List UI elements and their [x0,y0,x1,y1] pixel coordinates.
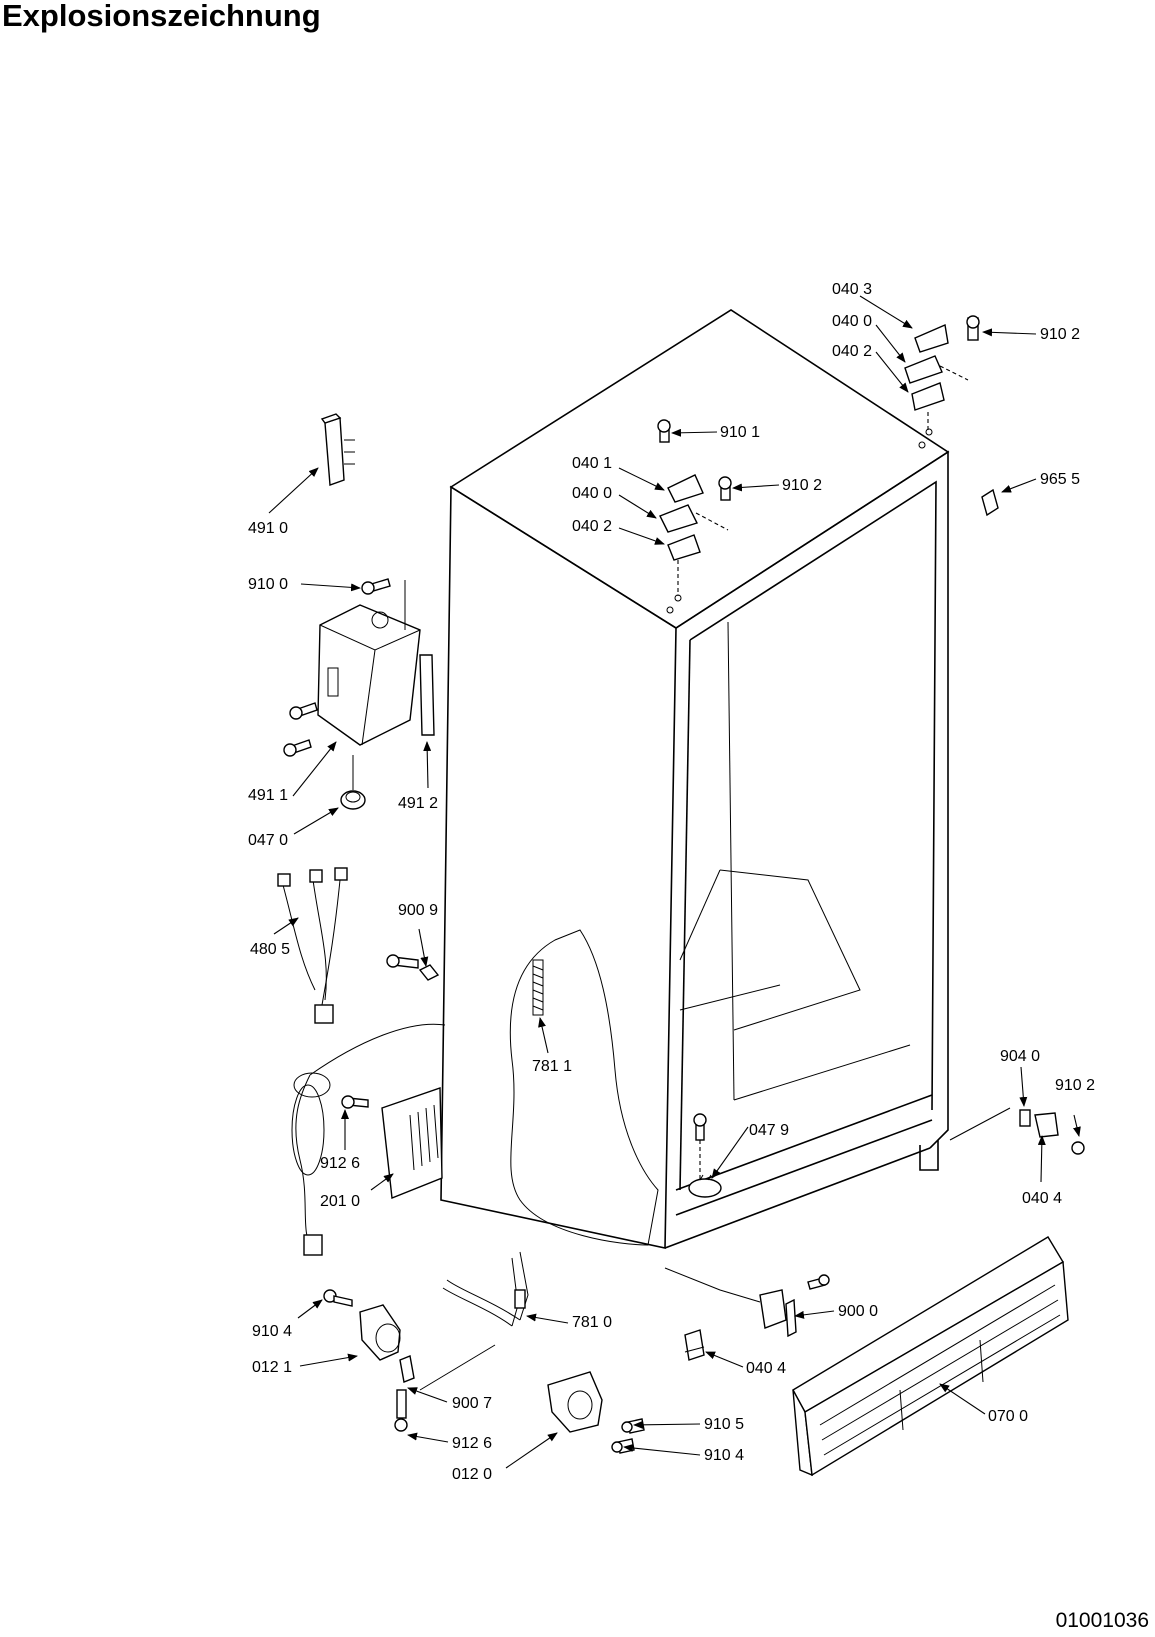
part-label: 912 6 [320,1155,360,1172]
part-label: 040 1 [572,455,612,472]
part-label: 040 2 [832,343,872,360]
leader-lines [268,295,1081,1469]
part-label: 781 1 [532,1058,572,1075]
part-label: 012 1 [252,1359,292,1376]
part-label: 047 0 [248,832,288,849]
part-label: 040 4 [1022,1190,1062,1207]
screw-icon [361,578,391,595]
part-label: 781 0 [572,1314,612,1331]
part-label: 491 2 [398,795,438,812]
part-label: 910 4 [252,1323,292,1340]
screw-icon [341,1095,369,1109]
part-label: 040 0 [832,313,872,330]
part-label: 040 3 [832,281,872,298]
part-label: 904 0 [1000,1048,1040,1065]
drain-tube-icon [419,1251,529,1391]
part-label: 910 5 [704,1416,744,1433]
bracket-icon [664,1267,830,1338]
part-label: 965 5 [1040,471,1080,488]
part-label: 047 9 [749,1122,789,1139]
part-label: 040 4 [746,1360,786,1377]
part-label: 040 0 [572,485,612,502]
part-label: 910 2 [1055,1077,1095,1094]
part-label: 900 9 [398,902,438,919]
clip-icon [981,488,999,517]
part-label: 480 5 [250,941,290,958]
part-label: 040 2 [572,518,612,535]
document-number: 01001036 [1055,1609,1149,1632]
screw-icon [966,315,980,341]
part-label: 910 4 [704,1447,744,1464]
part-label: 201 0 [320,1193,360,1210]
part-label: 900 7 [452,1395,492,1412]
part-labels: 040 3 040 0 040 2 910 2 910 1 040 1 040 … [248,281,1095,1483]
part-label: 900 0 [838,1303,878,1320]
part-label: 491 1 [248,787,288,804]
spring-icon [532,959,544,1016]
top-right-hinge-assembly [904,315,980,449]
part-label: 910 2 [782,477,822,494]
terminal-block-icon [320,413,355,486]
grille-icon [792,1236,1069,1477]
thermostat-icon [688,1113,722,1198]
screw-icon [386,954,440,981]
knob-icon [340,755,366,810]
clip-icon [684,1329,705,1361]
lower-hinge-icon [323,1289,415,1432]
part-label: 070 0 [988,1408,1028,1425]
screw-icon [657,419,671,443]
part-label: 012 0 [452,1466,492,1483]
screw-icon [283,739,312,757]
part-label: 910 1 [720,424,760,441]
screw-icon [718,476,732,501]
screw-icon [289,702,318,720]
bracket-icon [949,1107,1085,1155]
page-title: Explosionszeichnung [2,0,321,33]
control-box-icon [317,580,435,746]
circuit-board-icon [381,1087,443,1199]
part-label: 912 6 [452,1435,492,1452]
part-label: 910 2 [1040,326,1080,343]
power-cord-icon [291,1023,446,1256]
refrigerator-cabinet [440,309,950,1249]
top-center-hinge-assembly [657,419,732,614]
lower-hinge-icon [547,1371,645,1454]
wiring-harness-icon [277,867,348,1024]
part-label: 491 0 [248,520,288,537]
part-label: 910 0 [248,576,288,593]
